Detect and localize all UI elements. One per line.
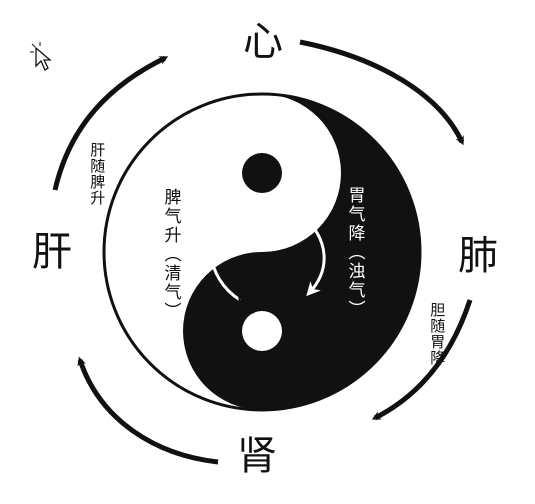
yin-eye [242,153,282,193]
spleen-label: 脾 [236,289,260,317]
cursor-icon [30,42,52,71]
arrow-lung-to-kidney [371,299,473,421]
stomach-qi-descend-text: 胃气降（浊气） [344,186,365,319]
arrow-stomach-qi-descending [301,213,326,297]
yang-eye [242,311,282,351]
arrow-liver-to-heart [52,55,169,191]
yin-yang-symbol [102,92,422,412]
organ-lung-label: 肺 [458,233,498,279]
arrow-spleen-qi-rising [208,196,241,302]
organ-heart-label: 心 [243,19,283,65]
organ-kidney-label: 肾 [237,433,277,479]
stomach-label: 胃 [270,198,294,226]
arrow-kidney-to-liver [77,356,219,465]
organ-liver-label: 肝 [32,229,72,275]
inner-cycle-arrows [208,196,326,302]
note-liver-follows-spleen: 肝随脾升 [88,142,107,206]
spleen-qi-rise-text: 脾气升（清气） [160,188,181,321]
arrow-heart-to-lung [299,39,465,146]
note-gallbladder-follows-stomach: 胆随胃降 [428,302,447,366]
outer-cycle-arrows [52,39,473,465]
